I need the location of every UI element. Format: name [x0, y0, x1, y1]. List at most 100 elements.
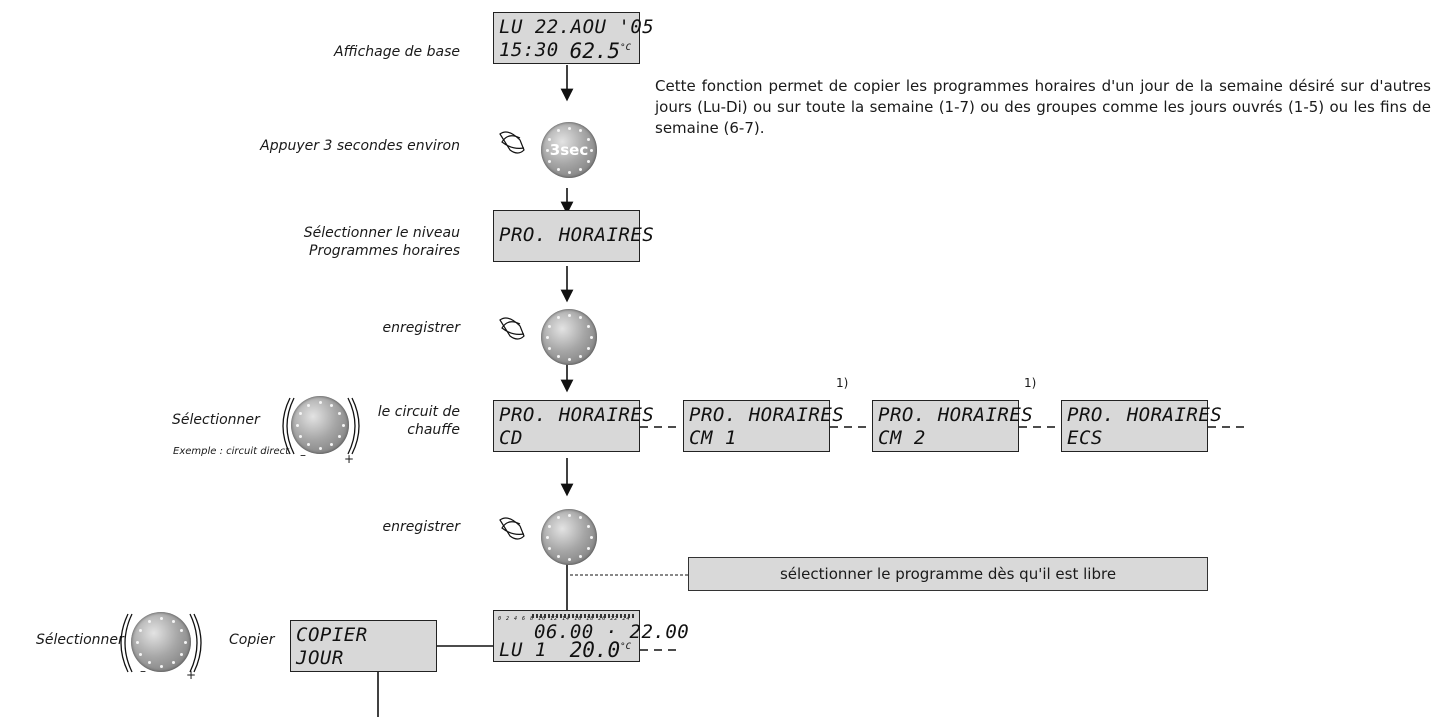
knob-dot: [180, 652, 184, 656]
knob-dot: [578, 129, 582, 133]
description-text: Cette fonction permet de copier les prog…: [655, 77, 1431, 137]
knob-dot: [135, 640, 139, 644]
minus-sign: –: [300, 448, 306, 462]
lcd-copier-value: JOUR: [296, 647, 344, 669]
knob-dot: [318, 400, 322, 404]
lcd-program-temperature: 20.0°C: [569, 638, 631, 662]
knob-dot: [556, 354, 560, 358]
knob-dot: [578, 354, 582, 358]
knob-dot: [578, 167, 582, 171]
knob-dot: [341, 423, 345, 427]
knob-dot: [589, 335, 593, 339]
knob-press-3sec[interactable]: 3sec: [541, 122, 597, 178]
knob-dot: [578, 316, 582, 320]
note-box: sélectionner le programme dès qu'il est …: [688, 557, 1208, 591]
knob-press-enregistrer[interactable]: [541, 309, 597, 365]
lcd-date: LU 22.AOU '05: [499, 16, 655, 38]
knob-dot: [567, 126, 571, 130]
knob-dot: [159, 664, 163, 668]
lcd-hour-bars: [532, 614, 634, 618]
label-enregistrer-2: enregistrer: [382, 519, 460, 535]
knob-dot: [556, 167, 560, 171]
lcd-ecs-value: ECS: [1067, 427, 1103, 449]
lcd-copier: COPIER JOUR: [290, 620, 437, 672]
knob-dot: [338, 412, 342, 415]
knob-dot: [556, 316, 560, 320]
label-selectionner-copier: Sélectionner: [36, 632, 124, 648]
lcd-program-day: LU 1: [499, 639, 547, 661]
knob-dot: [548, 137, 552, 141]
hand-press-icon: [499, 131, 525, 154]
knob-dot: [586, 346, 590, 350]
lcd-cm1-value: CM 1: [689, 427, 737, 449]
knob-dot: [307, 403, 310, 407]
label-affichage: Affichage de base: [334, 44, 460, 60]
knob-press-enregistrer-2[interactable]: [541, 509, 597, 565]
knob-rotate-copier[interactable]: [131, 612, 191, 672]
knob-dot: [567, 357, 571, 361]
lcd-program-times: 06.00 · 22.00: [534, 621, 690, 643]
plus-sign-2: +: [186, 668, 197, 682]
knob-dot: [183, 640, 187, 644]
knob-dot: [578, 554, 582, 558]
lcd-cm2-title: PRO. HORAIRES: [878, 404, 1034, 426]
knob-3sec-label: 3sec: [549, 141, 589, 159]
lcd-circuit-cm2: PRO. HORAIRES CM 2: [872, 400, 1033, 452]
lcd-temperature: 62.5°C: [569, 39, 631, 63]
rotate-arrows-icon-2: [120, 613, 202, 673]
knob-dot: [338, 435, 342, 438]
knob-dot: [307, 443, 310, 447]
knob-dot: [556, 516, 560, 520]
label-exemple: Exemple : circuit direct: [173, 446, 290, 457]
lcd-prog-title: PRO. HORAIRES: [499, 224, 655, 246]
lcd-cd-value: CD: [499, 427, 523, 449]
lcd-base-display: LU 22.AOU '05 15:30 62.5°C: [493, 12, 654, 64]
knob-dot: [147, 661, 151, 665]
knob-dot: [138, 628, 142, 632]
knob-dot: [298, 412, 302, 415]
minus-sign-2: –: [140, 664, 146, 678]
knob-dot: [548, 324, 552, 328]
knob-dot: [586, 137, 590, 141]
knob-dot: [545, 335, 549, 339]
knob-dot: [586, 324, 590, 328]
knob-dot: [589, 535, 593, 539]
knob-dot: [567, 170, 571, 174]
knob-dot: [586, 524, 590, 528]
knob-dot: [556, 554, 560, 558]
knob-dot: [548, 546, 552, 550]
knob-dot: [578, 516, 582, 520]
footnote-2: 1): [1024, 376, 1037, 390]
knob-dot: [295, 423, 299, 427]
lcd-ecs-title: PRO. HORAIRES: [1067, 404, 1223, 426]
knob-dot: [545, 148, 549, 152]
knob-dot: [589, 148, 593, 152]
lcd-program-display: 0 2 4 6 8 10 12 14 16 18 20 22 24 06.00 …: [493, 610, 689, 662]
hand-press-icon-2: [499, 317, 525, 340]
label-selectionner-circuit: Sélectionner: [172, 412, 260, 428]
knob-dot: [548, 346, 552, 350]
knob-dot: [567, 513, 571, 517]
label-circuit-de: le circuit de: [377, 404, 460, 420]
knob-dot: [567, 313, 571, 317]
knob-dot: [159, 616, 163, 620]
knob-dot: [147, 619, 151, 623]
label-appuyer: Appuyer 3 secondes environ: [260, 138, 460, 154]
lcd-cd-title: PRO. HORAIRES: [499, 404, 655, 426]
knob-dot: [298, 435, 302, 438]
knob-rotate-circuit[interactable]: [291, 396, 349, 454]
knob-dot: [180, 628, 184, 632]
knob-dot: [330, 443, 333, 447]
knob-dot: [171, 619, 175, 623]
lcd-hour-ticks: 0 2 4 6 8 10 12 14 16 18 20 22 24: [498, 616, 631, 622]
knob-dot: [138, 652, 142, 656]
label-copier: Copier: [229, 632, 275, 648]
knob-dot: [548, 524, 552, 528]
knob-dot: [545, 535, 549, 539]
lcd-circuit-ecs: PRO. HORAIRES ECS: [1061, 400, 1222, 452]
knob-dot: [171, 661, 175, 665]
knob-dot: [586, 546, 590, 550]
lcd-cm1-title: PRO. HORAIRES: [689, 404, 845, 426]
knob-dot: [567, 557, 571, 561]
knob-dot: [330, 403, 333, 407]
